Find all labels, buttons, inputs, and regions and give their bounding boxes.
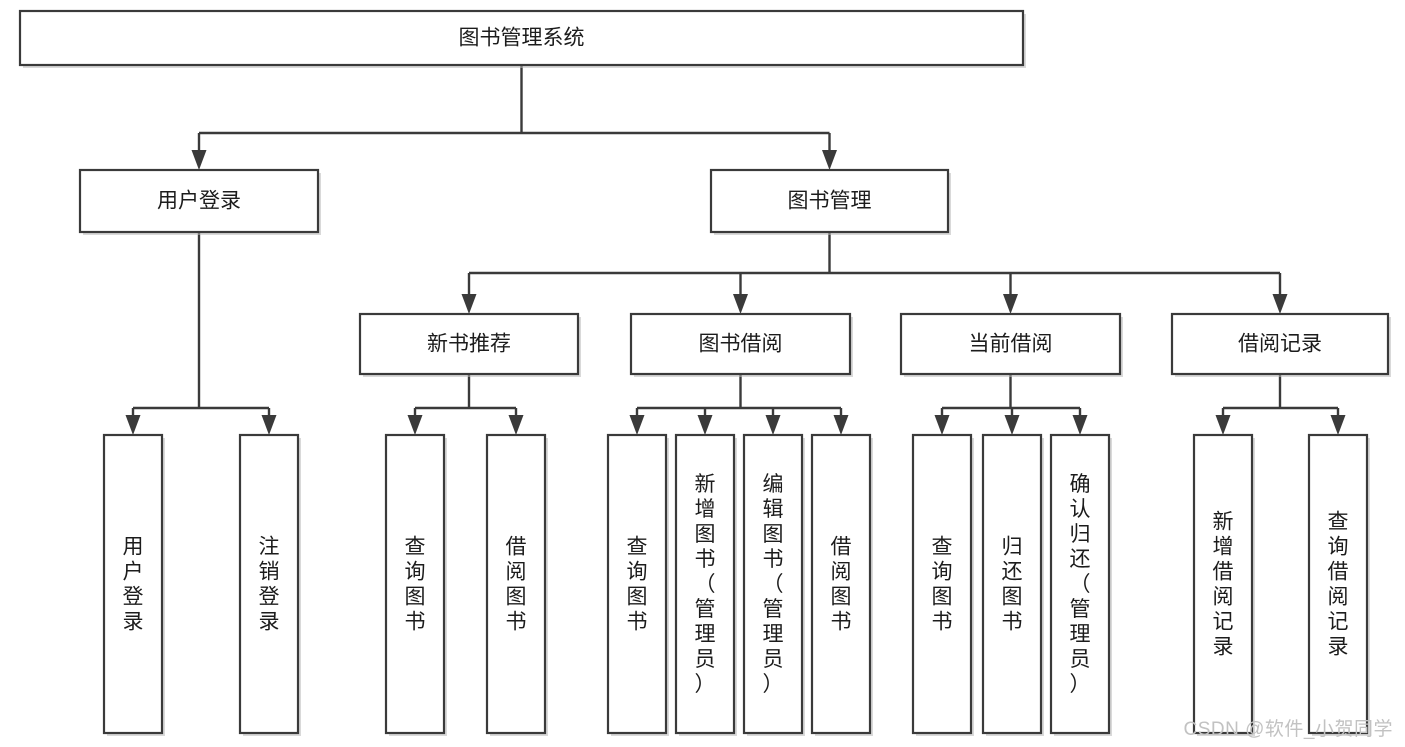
arrow-head-icon bbox=[461, 294, 477, 314]
node-box[interactable] bbox=[18, 9, 1025, 67]
node-label: 确认归还（管理员） bbox=[1070, 473, 1091, 696]
node-leaf-current-query[interactable]: 查询图书 bbox=[911, 433, 974, 736]
node-current-borrow[interactable]: 当前借阅 bbox=[899, 312, 1123, 377]
arrow-head-icon bbox=[697, 415, 713, 435]
arrow-head-icon bbox=[833, 415, 849, 435]
node-leaf-borrow-borrow[interactable]: 借阅图书 bbox=[810, 433, 873, 736]
node-leaf-recommend-query[interactable]: 查询图书 bbox=[384, 433, 447, 736]
node-label: 编辑图书（管理员） bbox=[763, 473, 784, 696]
nodes-layer: 图书管理系统用户登录图书管理新书推荐图书借阅当前借阅借阅记录用户登录注销登录查询… bbox=[18, 9, 1391, 736]
node-box[interactable] bbox=[358, 312, 580, 376]
arrow-head-icon bbox=[733, 294, 748, 314]
node-box[interactable] bbox=[674, 433, 736, 735]
node-label: 借阅记录 bbox=[1238, 333, 1322, 356]
node-label: 查询图书 bbox=[405, 536, 426, 634]
node-leaf-user-login[interactable]: 用户登录 bbox=[102, 433, 165, 736]
edge-group-user-login bbox=[125, 232, 277, 435]
node-box[interactable] bbox=[1307, 433, 1369, 735]
arrow-head-icon bbox=[1215, 415, 1231, 435]
node-label: 图书借阅 bbox=[699, 333, 783, 356]
node-book-manage[interactable]: 图书管理 bbox=[709, 168, 951, 235]
node-label: 用户登录 bbox=[157, 190, 241, 213]
node-new-book-recommend[interactable]: 新书推荐 bbox=[358, 312, 581, 377]
node-label: 新书推荐 bbox=[427, 333, 511, 356]
arrow-head-icon bbox=[822, 150, 837, 170]
node-label: 图书管理系统 bbox=[459, 27, 585, 50]
node-root[interactable]: 图书管理系统 bbox=[18, 9, 1026, 68]
edge-group-book-borrow bbox=[629, 374, 849, 435]
arrow-head-icon bbox=[508, 415, 524, 435]
node-box[interactable] bbox=[981, 433, 1043, 735]
node-box[interactable] bbox=[485, 433, 547, 735]
node-box[interactable] bbox=[1170, 312, 1390, 376]
node-label: 新增借阅记录 bbox=[1213, 511, 1234, 659]
node-leaf-record-query[interactable]: 查询借阅记录 bbox=[1307, 433, 1370, 736]
arrow-head-icon bbox=[261, 415, 277, 435]
node-box[interactable] bbox=[629, 312, 852, 376]
arrow-head-icon bbox=[125, 415, 141, 435]
arrow-head-icon bbox=[1072, 415, 1088, 435]
watermark-text: CSDN @软件_小贺同学 bbox=[1183, 719, 1393, 740]
node-label: 新增图书（管理员） bbox=[695, 473, 716, 696]
node-user-login[interactable]: 用户登录 bbox=[78, 168, 321, 235]
node-label: 用户登录 bbox=[123, 536, 144, 634]
node-box[interactable] bbox=[1049, 433, 1111, 735]
edge-group-new-book-recommend bbox=[407, 374, 524, 435]
node-label: 查询图书 bbox=[932, 536, 953, 634]
node-box[interactable] bbox=[709, 168, 950, 234]
node-box[interactable] bbox=[810, 433, 872, 735]
node-label: 注销登录 bbox=[259, 536, 280, 634]
node-borrow-record[interactable]: 借阅记录 bbox=[1170, 312, 1391, 377]
node-book-borrow[interactable]: 图书借阅 bbox=[629, 312, 853, 377]
node-box[interactable] bbox=[238, 433, 300, 735]
node-label: 归还图书 bbox=[1002, 536, 1023, 634]
node-leaf-borrow-add[interactable]: 新增图书（管理员） bbox=[674, 433, 737, 736]
node-box[interactable] bbox=[911, 433, 973, 735]
node-label: 借阅图书 bbox=[831, 536, 852, 634]
node-leaf-borrow-query[interactable]: 查询图书 bbox=[606, 433, 669, 736]
node-box[interactable] bbox=[742, 433, 804, 735]
arrow-head-icon bbox=[629, 415, 645, 435]
node-leaf-record-add[interactable]: 新增借阅记录 bbox=[1192, 433, 1255, 736]
arrow-head-icon bbox=[1003, 294, 1018, 314]
node-box[interactable] bbox=[899, 312, 1122, 376]
node-box[interactable] bbox=[606, 433, 668, 735]
node-leaf-recommend-borrow[interactable]: 借阅图书 bbox=[485, 433, 548, 736]
node-leaf-user-logout[interactable]: 注销登录 bbox=[238, 433, 301, 736]
edge-group-borrow-record bbox=[1215, 374, 1346, 435]
arrow-head-icon bbox=[1330, 415, 1346, 435]
node-box[interactable] bbox=[78, 168, 320, 234]
arrow-head-icon bbox=[407, 415, 423, 435]
node-box[interactable] bbox=[102, 433, 164, 735]
arrow-head-icon bbox=[191, 150, 207, 170]
node-label: 查询图书 bbox=[627, 536, 648, 634]
node-box[interactable] bbox=[384, 433, 446, 735]
arrow-head-icon bbox=[1004, 415, 1020, 435]
edge-group-current-borrow bbox=[934, 374, 1088, 435]
edge-group-book-manage bbox=[461, 232, 1288, 314]
arrow-head-icon bbox=[765, 415, 781, 435]
arrow-head-icon bbox=[934, 415, 950, 435]
node-leaf-current-confirm[interactable]: 确认归还（管理员） bbox=[1049, 433, 1112, 736]
node-label: 图书管理 bbox=[788, 190, 872, 213]
node-label: 当前借阅 bbox=[969, 333, 1053, 356]
arrow-head-icon bbox=[1272, 294, 1288, 314]
node-label: 查询借阅记录 bbox=[1328, 511, 1349, 659]
node-leaf-borrow-edit[interactable]: 编辑图书（管理员） bbox=[742, 433, 805, 736]
node-label: 借阅图书 bbox=[506, 536, 527, 634]
connectors-layer bbox=[125, 65, 1346, 435]
node-box[interactable] bbox=[1192, 433, 1254, 735]
edge-group-root bbox=[191, 65, 837, 170]
node-leaf-current-return[interactable]: 归还图书 bbox=[981, 433, 1044, 736]
